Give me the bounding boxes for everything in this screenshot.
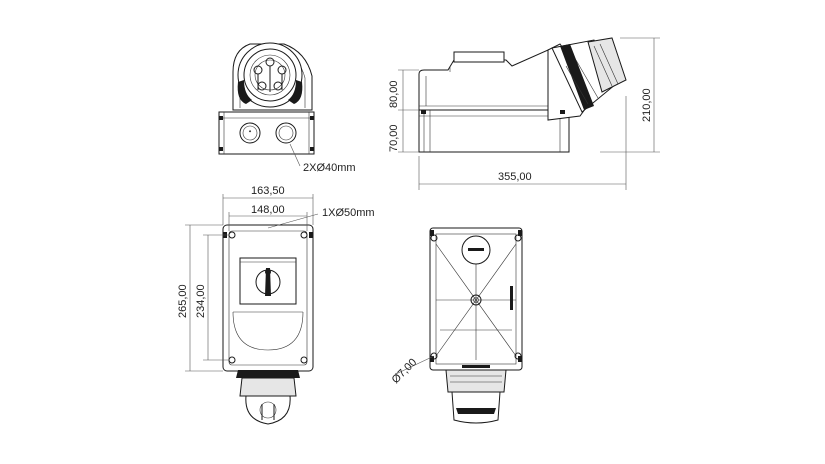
- side-bottom-dim: 70,00: [388, 124, 400, 152]
- height-inner-dim: 234,00: [195, 284, 207, 318]
- hole-diameter-dim: Ø7,00: [390, 356, 420, 386]
- side-top-dim: 80,00: [388, 80, 400, 108]
- hole-large-label: 1XØ50mm: [322, 207, 375, 219]
- top-view: ◆: [218, 42, 315, 167]
- height-overall-dim: 265,00: [177, 284, 189, 318]
- side-height-dim: 210,00: [641, 88, 653, 122]
- side-view: [398, 37, 660, 190]
- width-inner-dim: 148,00: [251, 204, 285, 216]
- holes-small-label: 2XØ40mm: [303, 162, 356, 174]
- back-view: [395, 227, 523, 424]
- width-overall-dim: 163,50: [251, 185, 285, 197]
- side-length-dim: 355,00: [498, 171, 532, 183]
- front-view: [185, 194, 319, 425]
- svg-text:◆: ◆: [249, 129, 252, 133]
